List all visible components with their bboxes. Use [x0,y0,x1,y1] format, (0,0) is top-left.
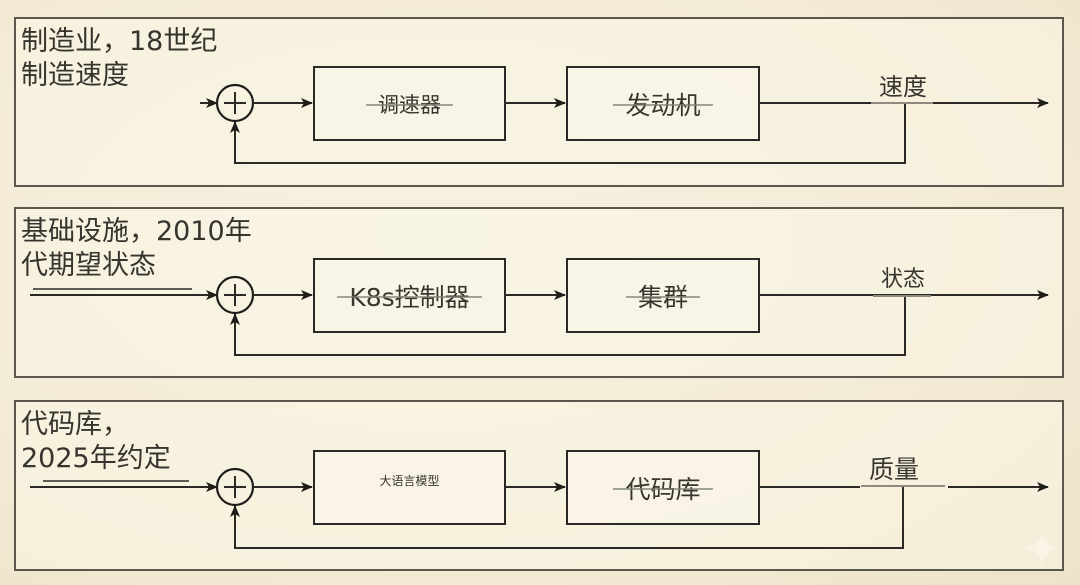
plant-block-codebase: 代码库 [566,450,760,525]
plant-block-cluster: 集群 [566,258,760,333]
controller-block-governor: 调速器 [313,66,506,141]
controller-label: 调速器 [366,89,453,119]
controller-block-k8s: K8s控制器 [313,258,506,333]
panel-caption: 代码库， 2025年约定 [21,409,171,474]
panel-caption: 制造业，18世纪 制造速度 [21,26,218,91]
plant-label: 集群 [625,278,701,314]
plant-label: 发动机 [613,86,713,122]
controller-label: K8s控制器 [337,278,483,314]
output-label-state: 状态 [873,265,932,297]
controller-label: 大语言模型 [379,474,440,488]
output-label-speed: 速度 [871,72,933,104]
plant-block-engine: 发动机 [566,66,760,141]
panel-caption: 基础设施，2010年 代期望状态 [21,216,252,281]
controller-block-llm: 大语言模型 [313,450,506,525]
sparkle-icon [1024,530,1060,566]
output-label-quality: 质量 [861,455,945,487]
plant-label: 代码库 [613,470,713,506]
